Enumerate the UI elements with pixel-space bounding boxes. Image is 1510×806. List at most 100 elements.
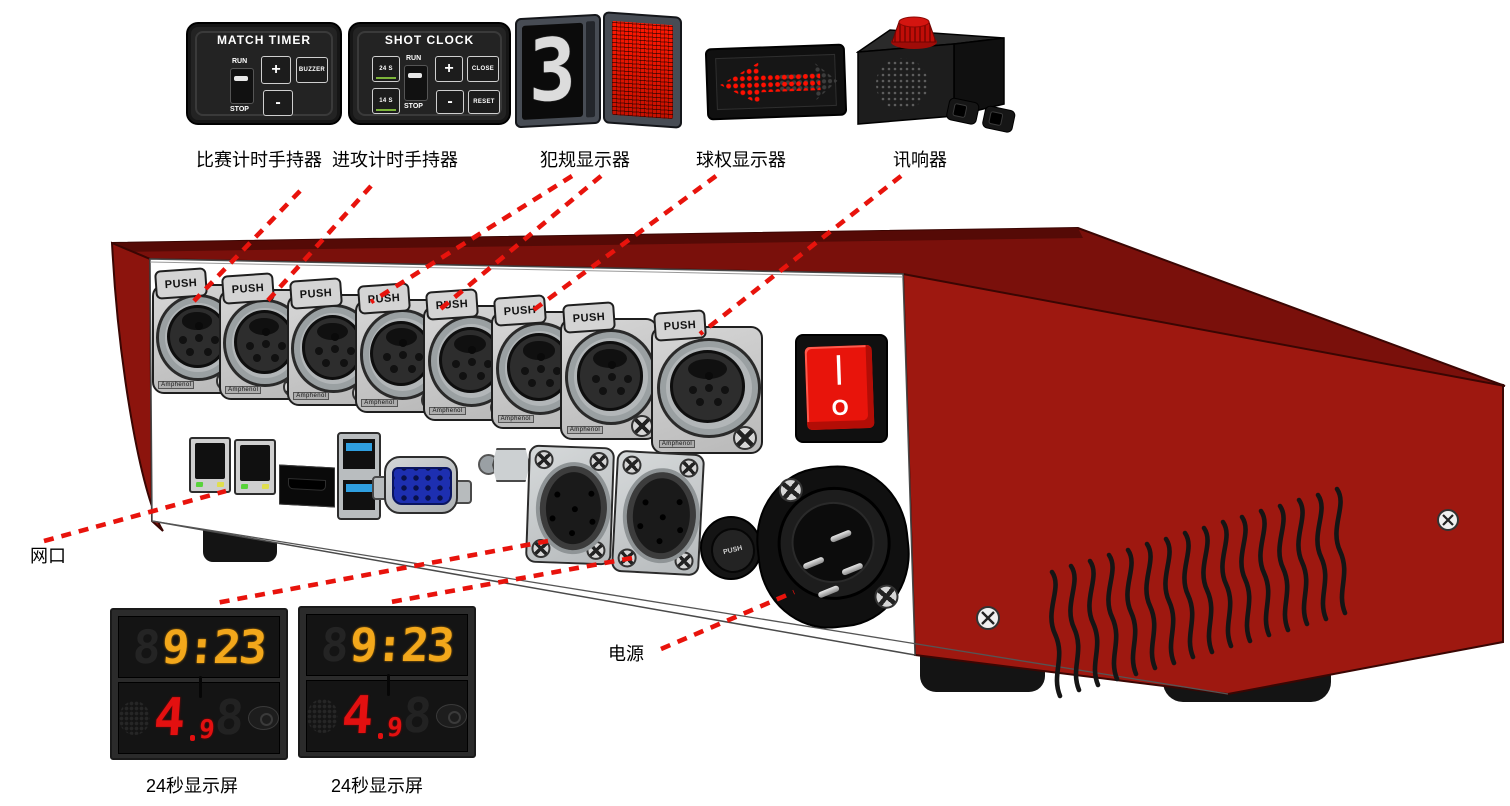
display-connector-2 — [610, 449, 706, 577]
plus-button: + — [261, 56, 291, 84]
buzzer-illustration — [856, 16, 1016, 133]
screw-icon — [534, 449, 554, 470]
buzzer-button: BUZZER — [296, 57, 328, 83]
power-inlet-connector — [748, 458, 918, 636]
connector-brand: Amphenol — [566, 425, 604, 434]
panel-slot — [199, 676, 202, 698]
shot-display-2: 8 9:23 4 9 8 — [298, 606, 476, 758]
vga-pin-block — [392, 467, 452, 505]
foul-display-edge — [586, 21, 595, 118]
connector-brand: Amphenol — [361, 399, 398, 408]
ghost-dot-circle — [307, 699, 339, 733]
push-tab: PUSH — [289, 277, 343, 310]
power-rocker: | O — [804, 344, 875, 431]
vga-port — [372, 456, 472, 514]
push-tab: PUSH — [562, 301, 616, 334]
time-value: 9:23 — [160, 620, 268, 674]
antenna-connector — [478, 448, 530, 482]
ethernet-led-yellow — [261, 484, 270, 489]
push-tab: PUSH — [154, 267, 208, 300]
push-tab: PUSH — [425, 288, 479, 321]
screw-icon — [621, 455, 642, 476]
run-stop-toggle — [404, 65, 428, 101]
shot-clock-bezel — [357, 31, 502, 116]
power-switch: | O — [795, 334, 888, 443]
screw-icon — [631, 415, 653, 437]
network-port-label: 网口 — [30, 546, 66, 566]
run-stop-toggle — [230, 68, 254, 104]
xlr-connector-7: PUSH Amphenol — [560, 301, 658, 440]
shot-seconds-main: 4 — [340, 686, 376, 746]
push-tab: PUSH — [357, 282, 411, 315]
shot-display-caption: 24秒显示屏 — [146, 776, 239, 796]
foul-digit: 3 — [529, 20, 576, 123]
buzzer-plug — [946, 97, 980, 125]
run-label: RUN — [406, 55, 422, 62]
buzzer-dome-top — [898, 16, 930, 28]
possession-display-caption: 球权显示器 — [696, 150, 786, 170]
push-tab: PUSH — [221, 272, 275, 305]
shot-display-caption: 24秒显示屏 — [331, 776, 424, 796]
display-sensor — [435, 704, 467, 728]
connector-pins — [195, 334, 204, 343]
connector-pins — [262, 339, 271, 348]
foul-display-face: 3 — [522, 20, 583, 123]
push-tab: PUSH — [653, 309, 707, 342]
hdmi-port — [279, 464, 335, 508]
shot-clock-caption: 进攻计时手持器 — [332, 150, 458, 170]
ethernet-port-1 — [189, 437, 231, 493]
connector-pins — [571, 506, 578, 513]
power-on-mark: | — [834, 348, 844, 385]
push-lock-connector: PUSH — [700, 516, 762, 580]
ethernet-led-green — [195, 482, 204, 487]
foul-display-caption: 犯规显示器 — [540, 150, 630, 170]
sec14-button: 14 S — [372, 88, 400, 114]
shot-seconds-main: 4 — [152, 688, 188, 748]
connector-brand: Amphenol — [158, 380, 195, 389]
connector-pins — [330, 345, 339, 354]
display-sensor — [247, 706, 279, 730]
buzzer-unit — [856, 12, 1026, 134]
chassis-side-panel — [901, 270, 1504, 696]
connector-brand: Amphenol — [293, 392, 330, 401]
shot-clock-controller: SHOT CLOCK 24 S 14 S RUN STOP + - CLOSE … — [348, 22, 511, 125]
screw-icon — [733, 426, 757, 450]
xlr-connector-8: PUSH Amphenol — [651, 309, 763, 454]
connector-brand: Amphenol — [429, 407, 466, 416]
time-panel: 8 9:23 — [118, 616, 280, 678]
time-value: 9:23 — [348, 618, 456, 672]
connector-pins — [659, 514, 666, 521]
possession-display — [704, 43, 848, 121]
connector-pins — [398, 350, 407, 359]
connector-pins — [536, 364, 545, 373]
decimal-dot — [189, 735, 196, 741]
connector-brand: Amphenol — [225, 386, 262, 395]
buzzer-caption: 讯响器 — [893, 150, 947, 170]
foul-display-unit-lit — [603, 11, 682, 129]
shot-display-1: 8 9:23 4 9 8 — [110, 608, 288, 760]
sec24-button: 24 S — [372, 56, 400, 82]
connector-pins — [467, 357, 476, 366]
decimal-dot — [377, 733, 384, 739]
power-label: 电源 — [608, 644, 644, 664]
ethernet-led-green — [240, 484, 249, 489]
shot-clock-title: SHOT CLOCK — [384, 33, 475, 47]
buzzer-plug — [982, 105, 1016, 133]
minus-button: - — [263, 90, 293, 116]
stop-label: STOP — [404, 103, 423, 110]
stop-label: STOP — [230, 106, 249, 113]
time-panel: 8 9:23 — [306, 614, 468, 676]
ethernet-port-2 — [234, 439, 276, 495]
foul-display-unit: 3 — [515, 13, 601, 129]
ghost-digit: 8 — [130, 620, 163, 674]
connector-brand: Amphenol — [497, 415, 534, 424]
plus-button: + — [435, 56, 463, 82]
ghost-digit: 8 — [318, 618, 351, 672]
minus-button: - — [436, 90, 464, 114]
power-off-mark: O — [831, 394, 850, 421]
foul-display-led-face — [612, 20, 673, 120]
reset-button: RESET — [468, 90, 500, 114]
connector-brand: Amphenol — [658, 439, 696, 448]
connector-pins — [607, 373, 616, 382]
